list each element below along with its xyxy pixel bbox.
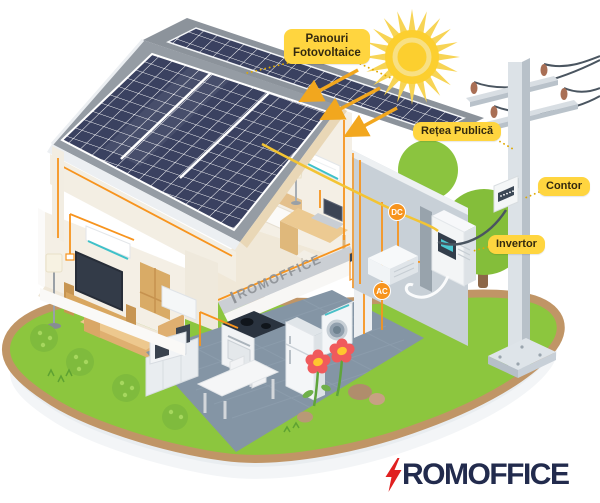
- utility-pole: [466, 55, 600, 378]
- grass-tufts: [47, 368, 300, 433]
- rocks: [297, 384, 385, 423]
- table-top: [196, 359, 280, 397]
- bush: [66, 348, 94, 376]
- dc-badge: DC: [388, 203, 406, 221]
- callout-panels: Panouri Fotovoltaice: [284, 29, 370, 65]
- upper-front-wall: [50, 154, 236, 282]
- flower: [329, 338, 355, 363]
- flower: [305, 349, 331, 374]
- lightning-bolt-icon: [385, 458, 402, 492]
- washing-machine: [321, 298, 360, 357]
- floor-edge-wiring: [217, 243, 351, 301]
- dc-wire: [261, 142, 439, 233]
- divider-wall: [185, 250, 218, 332]
- outdoor-unit: [368, 245, 418, 285]
- wall-cut-edge: [38, 208, 45, 288]
- bushes: [30, 324, 188, 430]
- panel-sheen: [104, 66, 230, 166]
- roof-cut-fascia: [240, 106, 347, 248]
- floor-slab-white: [224, 258, 362, 326]
- bush: [112, 374, 140, 402]
- house: [38, 18, 484, 452]
- inverter-mount: [420, 206, 432, 292]
- leader-panels-right: [351, 59, 394, 80]
- leader-panels-left: [246, 61, 293, 74]
- callout-inverter: Invertor: [488, 235, 545, 254]
- roof-front: [47, 39, 347, 250]
- sun-icon: [364, 9, 460, 105]
- panel-group-separators: [120, 72, 271, 179]
- tv: [75, 250, 123, 312]
- bush: [30, 324, 58, 352]
- leader-inverter: [472, 246, 489, 252]
- floor-slab-edge: [218, 246, 356, 314]
- callout-meter: Contor: [538, 177, 591, 196]
- meter-cable: [437, 209, 508, 246]
- ground-floor-base: [40, 288, 185, 356]
- wall-top-trim: [352, 150, 468, 215]
- desk: [280, 198, 348, 258]
- sunlight-arrows: [298, 68, 398, 138]
- pole-front: [508, 62, 522, 372]
- bush: [162, 404, 188, 430]
- living-wiring: [65, 213, 135, 261]
- flowers: [302, 338, 355, 407]
- svg-text:DC: DC: [391, 208, 403, 217]
- dining-table: [196, 355, 280, 419]
- callout-panels-line1: Panouri: [305, 33, 349, 45]
- pole-base: [488, 338, 556, 378]
- wall-wiring: [53, 161, 233, 257]
- logo-text: ROMOFFICE: [402, 458, 570, 491]
- inverter-cable: [404, 275, 450, 299]
- electric-meter: [493, 175, 519, 213]
- range-hood: [161, 285, 197, 321]
- ac-badge: AC: [373, 282, 391, 300]
- romoffice-logo: ROMOFFICE: [384, 458, 570, 492]
- office-floor: [218, 229, 352, 302]
- laptop: [311, 198, 344, 229]
- air-conditioner-living: [85, 225, 131, 260]
- meter-display: [498, 186, 514, 202]
- eave-fascia: [47, 144, 240, 250]
- callout-public-grid: Rețea Publică: [413, 122, 502, 141]
- pole-side: [522, 58, 530, 372]
- callout-panels-line2: Fotovoltaice: [293, 46, 361, 59]
- gable-edge: [50, 39, 145, 145]
- svg-text:AC: AC: [376, 287, 388, 296]
